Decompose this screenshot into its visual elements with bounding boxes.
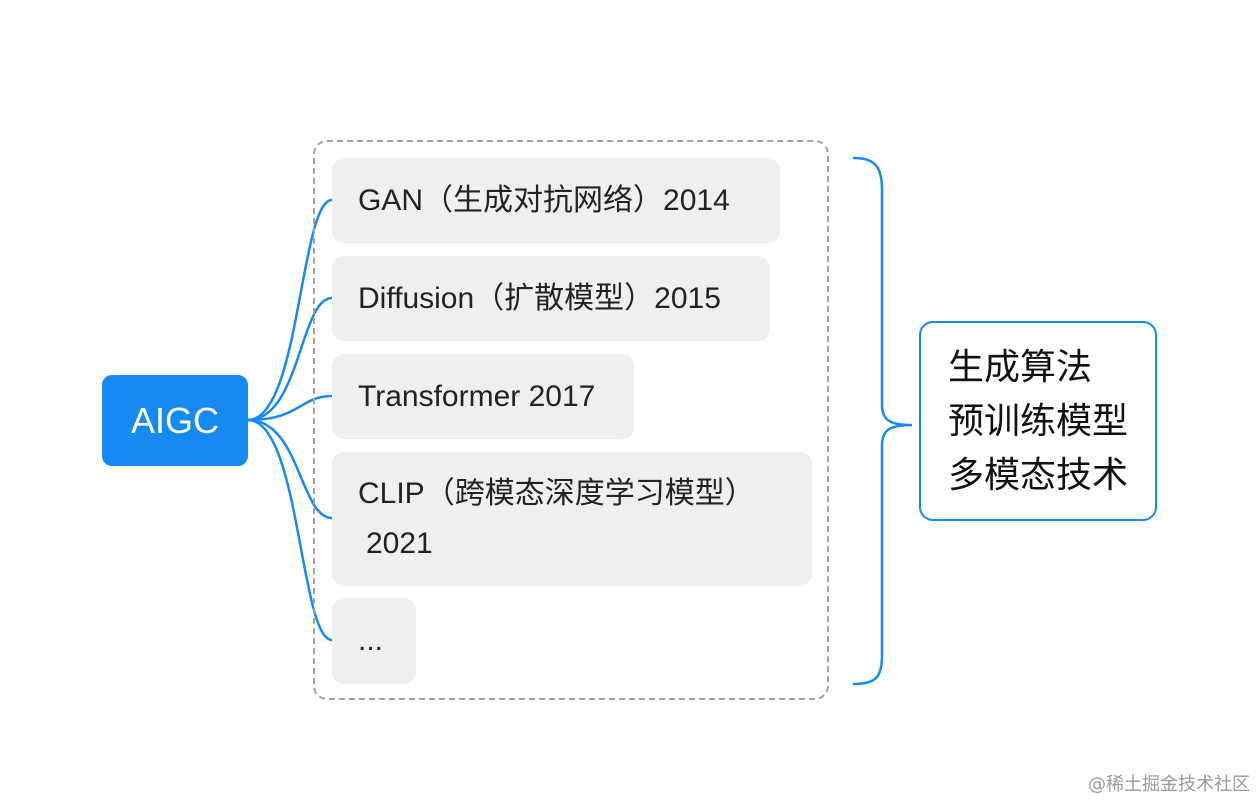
branch-node-clip[interactable]: CLIP（跨模态深度学习模型） 2021 [332, 452, 812, 586]
branch-node-label-line2: 2021 [366, 527, 433, 560]
branch-node-label: GAN（生成对抗网络）2014 [358, 183, 730, 217]
branch-node-label: CLIP（跨模态深度学习模型） [358, 477, 755, 510]
root-node-label: AIGC [130, 399, 219, 441]
root-node-aigc[interactable]: AIGC [102, 375, 248, 466]
branch-node-diffusion[interactable]: Diffusion（扩散模型）2015 [332, 256, 770, 341]
summary-line-3: 多模态技术 [948, 454, 1129, 495]
branch-node-more[interactable]: ... [332, 598, 416, 684]
summary-node[interactable]: 生成算法 预训练模型 多模态技术 [919, 321, 1157, 521]
branch-node-label: ... [358, 624, 384, 657]
branch-node-transformer[interactable]: Transformer 2017 [332, 354, 634, 439]
branch-node-label: Transformer 2017 [358, 379, 596, 413]
branch-node-label: Diffusion（扩散模型）2015 [358, 281, 721, 315]
summary-brace [852, 156, 913, 686]
summary-line-1: 生成算法 [948, 346, 1093, 387]
watermark: @稀土掘金技术社区 [1088, 774, 1250, 795]
branch-node-gan[interactable]: GAN（生成对抗网络）2014 [332, 158, 780, 243]
summary-line-2: 预训练模型 [948, 400, 1129, 441]
branch-group-frame [313, 140, 829, 700]
